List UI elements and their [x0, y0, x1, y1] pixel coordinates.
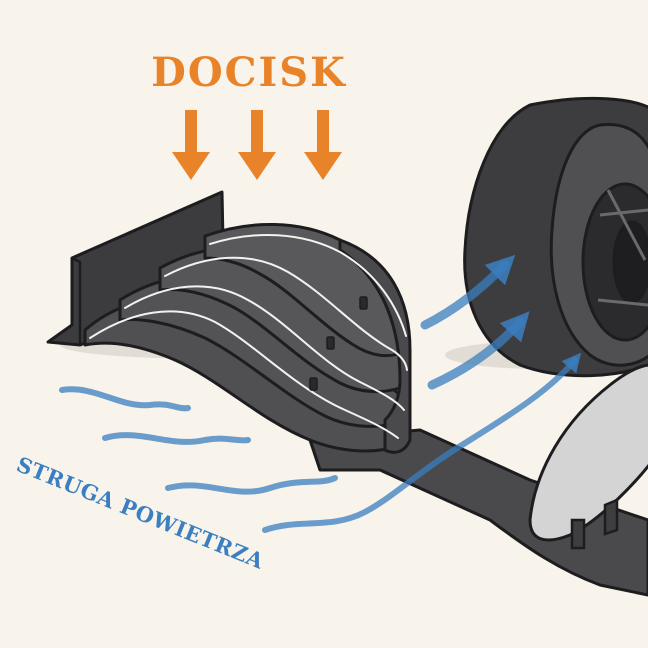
arrow-up-right-icon: [420, 254, 516, 330]
wing-flap-endplate: [338, 238, 412, 454]
wheel-spoke: [597, 189, 648, 307]
tyre: [463, 96, 648, 378]
nose-pylon-rear: [603, 498, 619, 536]
arrow-up-right-icon: [427, 311, 530, 390]
nose-pylon: [570, 518, 586, 550]
downforce-label: DOCISK: [151, 49, 347, 96]
arrow-down-icon: [172, 110, 210, 180]
nose-cone: [528, 363, 648, 542]
airflow-line-2: [102, 432, 251, 445]
flap-fasteners: [309, 296, 368, 391]
airflow-streamlines: [59, 352, 582, 533]
downforce-arrows: [172, 110, 342, 180]
left-endplate-edge: [71, 256, 82, 345]
airflow-arrows: [420, 254, 530, 390]
airflow-line-4: [262, 352, 582, 533]
arrow-down-icon: [304, 110, 342, 180]
main-plane: [308, 428, 648, 597]
arrow-down-icon: [238, 110, 276, 180]
flap-slot-lines: [89, 233, 408, 439]
airflow-line-1: [59, 386, 191, 412]
airflow-line-3: [165, 475, 338, 495]
